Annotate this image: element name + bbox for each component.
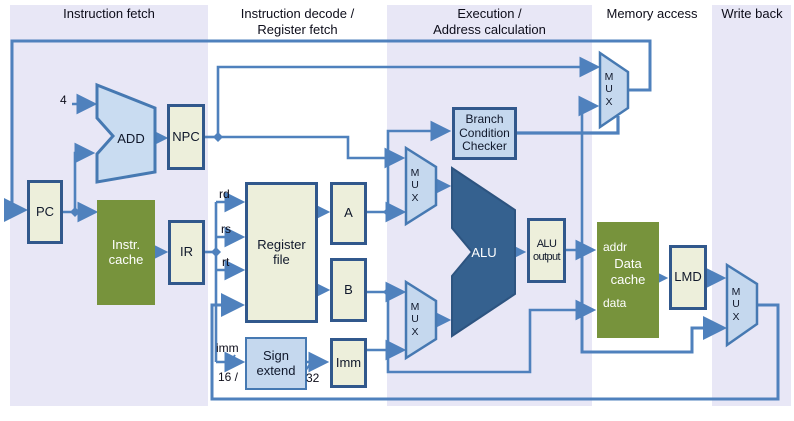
bus-width-16-label: 16 / <box>218 370 239 384</box>
alu-label: ALU <box>471 245 497 260</box>
imm-label: imm <box>216 341 239 355</box>
a-register: A <box>330 182 367 245</box>
alu-shape <box>451 166 516 338</box>
wb-mux-shape <box>725 262 759 348</box>
wire-junctions <box>70 132 587 297</box>
constant-four-label: 4 <box>60 93 67 107</box>
pc-register: PC <box>27 180 63 244</box>
ex-mux-upper-shape <box>404 145 438 227</box>
stage-title-memory-access: Memory access <box>606 6 698 21</box>
instruction-cache: Instr. cache <box>97 200 155 305</box>
lmd-register: LMD <box>669 245 707 310</box>
add-adder-shape <box>95 82 157 184</box>
mem-mux-shape <box>598 50 630 130</box>
imm-register: Imm <box>330 338 367 388</box>
ir-register: IR <box>168 220 205 285</box>
ex-mux-lower-shape <box>404 279 438 361</box>
register-file: Register file <box>245 182 318 323</box>
ex-mux-lower-label: M U X <box>410 301 420 338</box>
mem-mux-label: M U X <box>604 71 614 108</box>
b-register: B <box>330 258 367 322</box>
bus-width-32-label: 32 <box>306 371 320 385</box>
branch-condition-checker: Branch Condition Checker <box>452 107 517 160</box>
data-cache-label: Data cache <box>610 256 646 288</box>
stage-title-instruction-fetch: Instruction fetch <box>63 6 155 21</box>
stage-title-execution: Execution / Address calculation <box>433 6 546 38</box>
alu-output-register: ALU output <box>527 218 566 283</box>
stage-title-write-back: Write back <box>721 6 783 21</box>
rd-label: rd <box>219 187 230 201</box>
add-label: ADD <box>117 131 145 146</box>
sign-extend-unit: Sign extend <box>245 337 307 390</box>
data-cache-addr-port: addr <box>603 240 628 254</box>
stage-title-instruction-decode: Instruction decode / Register fetch <box>240 6 355 38</box>
ex-mux-upper-label: M U X <box>410 167 420 204</box>
data-cache: addr Data cache data <box>597 222 659 338</box>
wb-mux-label: M U X <box>731 286 741 323</box>
npc-register: NPC <box>167 104 205 170</box>
rt-label: rt <box>222 255 230 269</box>
rs-label: rs <box>221 222 231 236</box>
data-cache-data-port: data <box>603 296 627 310</box>
